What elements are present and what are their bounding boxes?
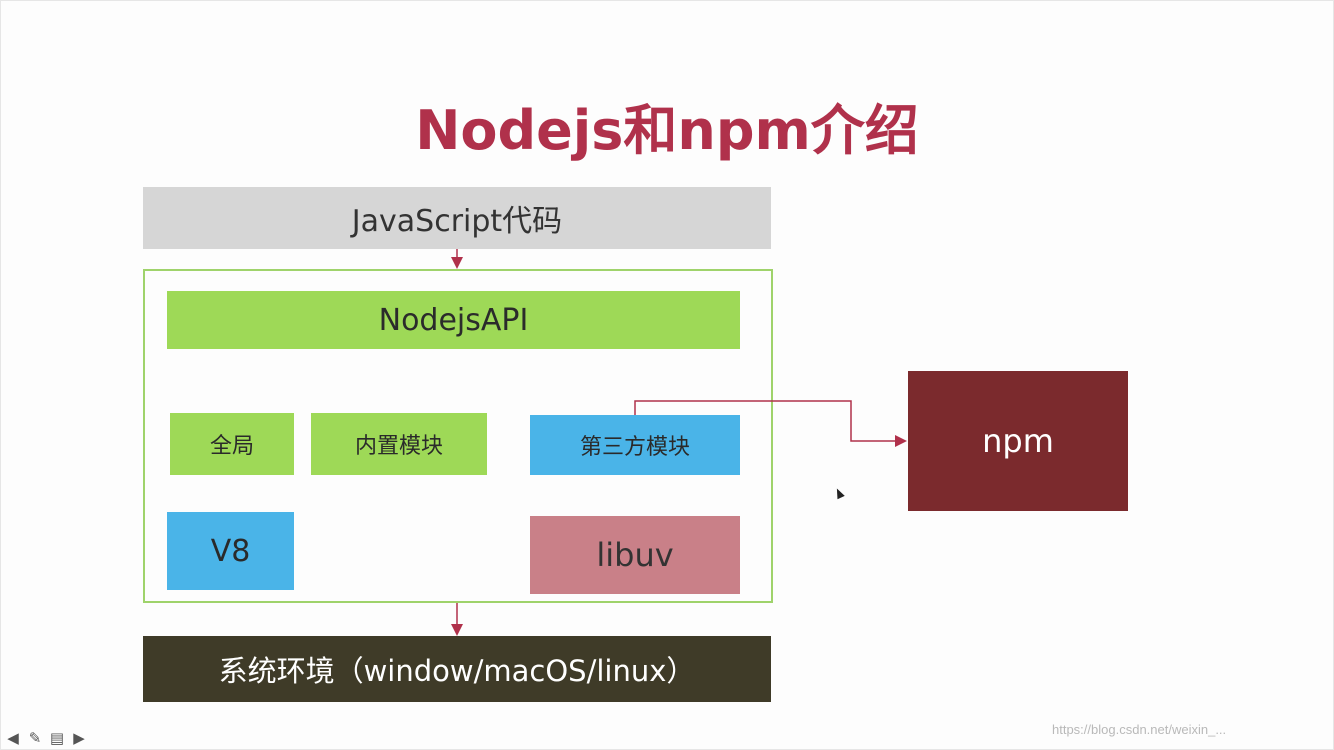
- pen-icon[interactable]: ✎: [28, 729, 42, 747]
- builtin-modules-box: 内置模块: [311, 413, 487, 475]
- mouse-cursor-icon: [833, 486, 845, 500]
- v8-box: V8: [167, 512, 294, 590]
- javascript-code-box: JavaScript代码: [143, 187, 771, 249]
- global-box: 全局: [170, 413, 294, 475]
- libuv-box: libuv: [530, 516, 740, 594]
- npm-box: npm: [908, 371, 1128, 511]
- next-arrow-icon[interactable]: ▶: [73, 729, 85, 747]
- nodejs-api-box: NodejsAPI: [167, 291, 740, 349]
- prev-arrow-icon[interactable]: ◀: [7, 729, 19, 747]
- menu-icon[interactable]: ▤: [49, 729, 65, 747]
- slide-toolbar: ◀ ✎ ▤ ▶: [4, 729, 88, 747]
- slide-title: Nodejs和npm介绍: [415, 99, 919, 162]
- third-party-modules-box: 第三方模块: [530, 415, 740, 475]
- system-environment-box: 系统环境（window/macOS/linux）: [143, 636, 771, 702]
- watermark-text: https://blog.csdn.net/weixin_...: [1052, 722, 1227, 737]
